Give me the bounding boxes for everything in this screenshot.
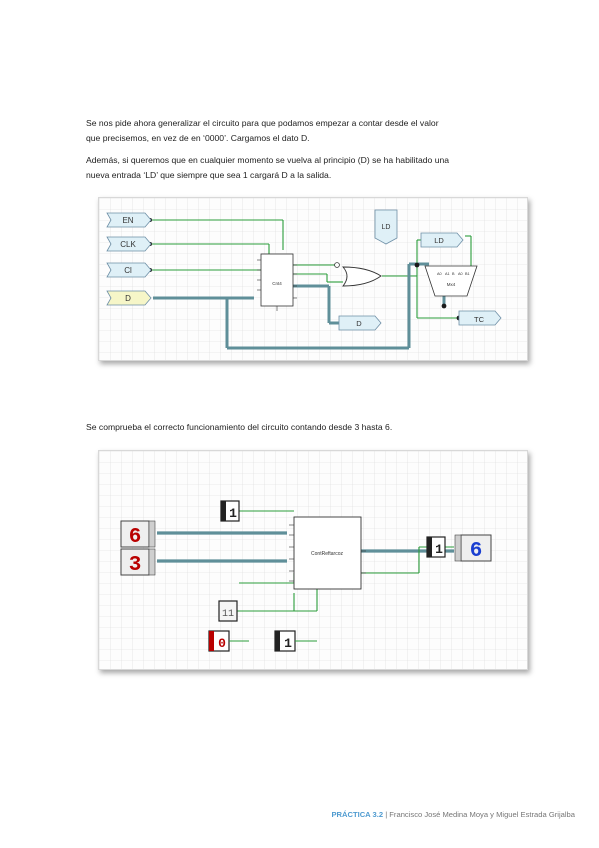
input-d[interactable]: D <box>106 290 152 306</box>
mux-label: Mx4 <box>447 282 456 287</box>
mux-input-label: B <box>452 272 455 276</box>
output-tc: TC <box>458 310 502 326</box>
input-ld-label: LD <box>382 224 391 231</box>
circuit-figure-simulation: 6 3 1 11 0 1 <box>98 450 528 670</box>
output-tc-label: TC <box>474 315 485 324</box>
binary-display-tc: 1 <box>426 536 446 558</box>
input-ld[interactable]: LD <box>374 209 398 245</box>
display-result-digit: 6 <box>470 540 483 563</box>
binary-display-mid: 11 <box>218 600 238 622</box>
binary-top-digit: 1 <box>229 506 237 521</box>
mux-input-label: A1 <box>445 272 450 276</box>
input-en[interactable]: EN <box>106 212 152 228</box>
output-d: D <box>338 315 382 331</box>
signal-wires <box>150 219 472 319</box>
signal-buses <box>153 262 446 350</box>
paragraph-intro-line2: que precisemos, en vez de en ‘0000’. Car… <box>86 133 310 143</box>
footer-section: PRÁCTICA 3.2 <box>331 810 384 819</box>
counter-label: Cnt4 <box>272 281 282 286</box>
mux-input-label: A0 <box>437 272 442 276</box>
circuit-diagram-load: EN CLK Cl D LD Cnt4 <box>99 198 527 360</box>
paragraph-load-line1: Además, si queremos que en cualquier mom… <box>86 155 450 165</box>
paragraph-test-line: Se comprueba el correcto funcionamiento … <box>86 422 393 432</box>
circuit-figure-load: EN CLK Cl D LD Cnt4 <box>98 197 528 361</box>
output-ld-label: LD <box>434 236 444 245</box>
input-cl-label: Cl <box>124 266 132 275</box>
input-en-label: EN <box>122 216 133 225</box>
hex-display-end: 3 <box>120 548 156 577</box>
mux-input-label: A0 <box>458 272 463 276</box>
input-d-label: D <box>125 294 131 303</box>
junction-dot <box>441 303 447 309</box>
paragraph-intro-line1: Se nos pide ahora generalizar el circuit… <box>86 118 439 128</box>
hex-display-result: 6 <box>454 534 492 563</box>
counter-subcircuit-block: ContReftarcoz <box>289 516 366 590</box>
page-footer: PRÁCTICA 3.2 | Francisco José Medina Moy… <box>331 810 575 819</box>
output-d-label: D <box>356 319 362 328</box>
subcircuit-label: ContReftarcoz <box>311 551 343 557</box>
binary-mid-digit: 11 <box>222 609 234 620</box>
footer-authors: Francisco José Medina Moya y Miguel Estr… <box>389 810 575 819</box>
display-start-digit: 6 <box>129 526 142 549</box>
input-clk[interactable]: CLK <box>106 236 152 252</box>
binary-bottom-left-digit: 0 <box>218 636 226 651</box>
display-end-digit: 3 <box>129 554 142 577</box>
paragraph-intro: Se nos pide ahora generalizar el circuit… <box>86 116 526 146</box>
binary-tc-digit: 1 <box>435 542 443 557</box>
paragraph-load: Además, si queremos que en cualquier mom… <box>86 153 526 183</box>
input-clk-label: CLK <box>120 240 136 249</box>
multiplexer-block: Mx4 A0 A1 B A0 B1 <box>424 265 478 297</box>
input-cl[interactable]: Cl <box>106 262 152 278</box>
circuit-diagram-simulation: 6 3 1 11 0 1 <box>99 451 527 669</box>
footer-separator: | <box>385 810 388 819</box>
counter-block: Cnt4 <box>257 253 297 311</box>
paragraph-test: Se comprueba el correcto funcionamiento … <box>86 420 526 435</box>
output-ld: LD <box>420 232 464 248</box>
binary-bottom-right-digit: 1 <box>284 636 292 651</box>
binary-display-top: 1 <box>220 500 240 522</box>
binary-display-bottom-right: 1 <box>274 630 296 652</box>
paragraph-load-line2: nueva entrada ‘LD’ que siempre que sea 1… <box>86 170 332 180</box>
binary-display-bottom-left: 0 <box>208 630 230 652</box>
junction-dot <box>414 262 420 268</box>
or-gate <box>334 262 382 287</box>
mux-input-label: B1 <box>465 272 470 276</box>
hex-display-start: 6 <box>120 520 156 549</box>
